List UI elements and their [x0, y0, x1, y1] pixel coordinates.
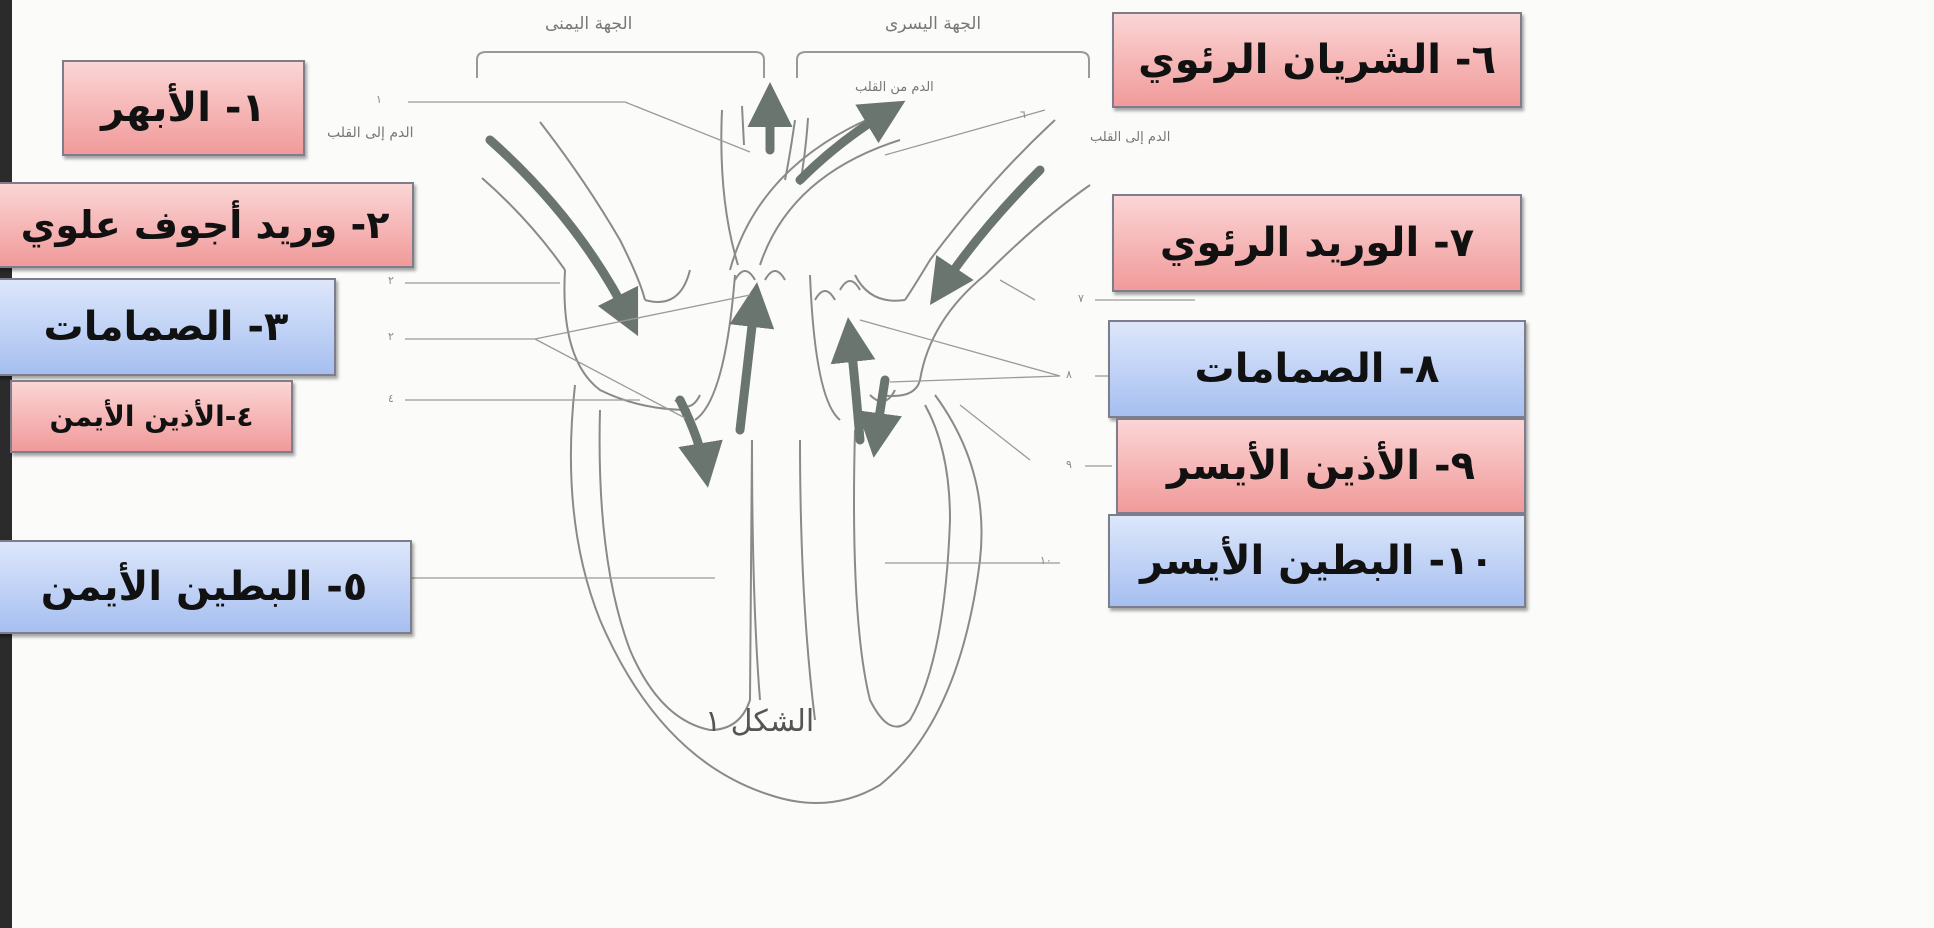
- blood-from-heart-label: الدم من القلب: [855, 80, 934, 95]
- line-number: ٦: [1020, 108, 1026, 121]
- right-side-header: الجهة اليمنى: [545, 14, 632, 34]
- blood-to-heart-right-label: الدم إلى القلب: [327, 125, 414, 141]
- left-side-header: الجهة اليسرى: [885, 14, 981, 34]
- line-number: ٢: [388, 274, 394, 287]
- label-valves-left: ٨- الصمامات: [1108, 320, 1526, 418]
- label-left-ventricle: ١٠- البطين الأيسر: [1108, 514, 1526, 608]
- label-superior-vena-cava: ٢- وريد أجوف علوي: [0, 182, 414, 268]
- figure-caption: الشكل ١: [705, 704, 814, 739]
- line-number: ١: [376, 93, 382, 106]
- line-number: ٧: [1078, 292, 1084, 305]
- line-number: ١٠: [1040, 554, 1052, 567]
- blood-to-heart-left-label: الدم إلى القلب: [1090, 130, 1170, 145]
- label-valves-right: ٣- الصمامات: [0, 278, 336, 376]
- label-left-atrium: ٩- الأذين الأيسر: [1116, 418, 1526, 514]
- line-number: ٢: [388, 330, 394, 343]
- left-side-bracket: [797, 52, 1089, 78]
- label-right-atrium: ٤-الأذين الأيمن: [10, 380, 293, 453]
- label-right-ventricle: ٥- البطين الأيمن: [0, 540, 412, 634]
- label-pulmonary-artery: ٦- الشريان الرئوي: [1112, 12, 1522, 108]
- line-number: ٨: [1066, 368, 1072, 381]
- line-number: ٤: [388, 392, 394, 405]
- label-pulmonary-vein: ٧- الوريد الرئوي: [1112, 194, 1522, 292]
- label-aorta: ١- الأبهر: [62, 60, 305, 156]
- line-number: ٩: [1066, 458, 1072, 471]
- right-side-bracket: [477, 52, 764, 78]
